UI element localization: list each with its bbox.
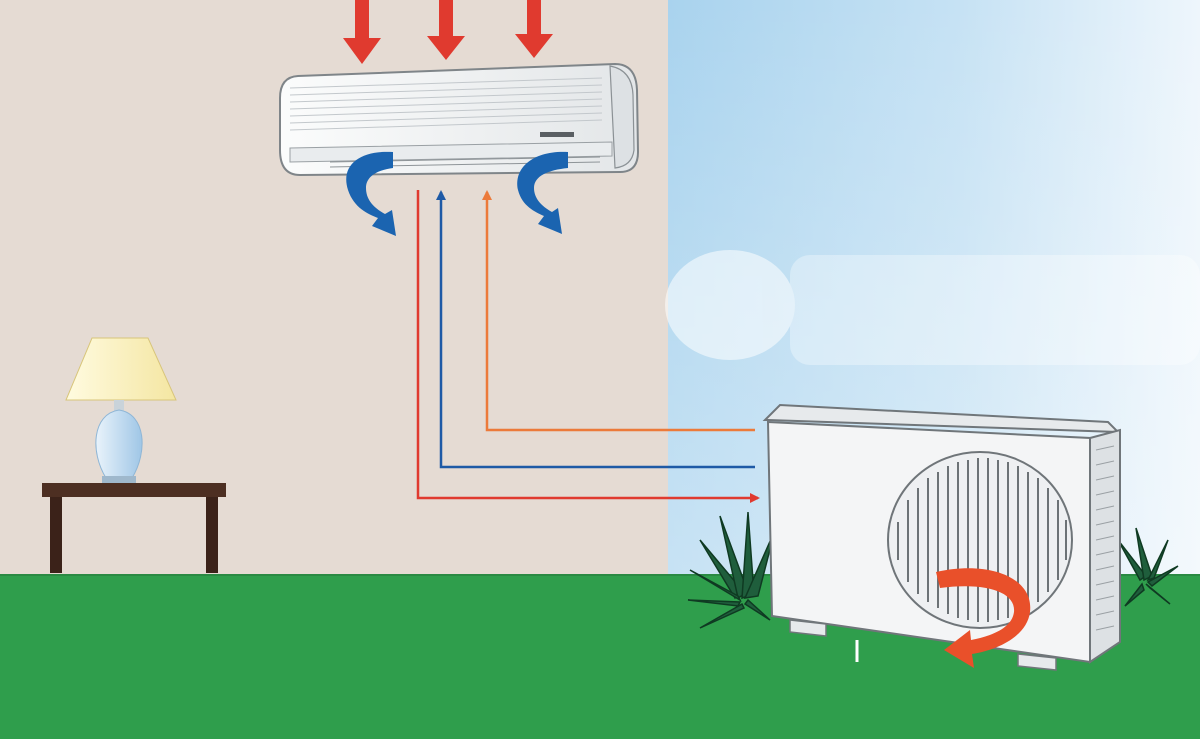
down-arrow-icon	[343, 0, 381, 64]
lamp-icon	[65, 337, 177, 483]
cold-line	[436, 190, 755, 469]
refrigerant-lines	[416, 190, 760, 503]
indoor-unit	[279, 62, 640, 177]
outdoor-airflow	[936, 568, 1031, 668]
front-panel-grille	[289, 77, 603, 131]
down-arrow-icon	[427, 0, 465, 60]
side-table	[42, 483, 226, 573]
side-vents	[1095, 445, 1115, 631]
warm-line	[482, 190, 755, 432]
curved-arrow-icon	[346, 151, 396, 236]
fan-opening	[887, 451, 1073, 629]
outdoor-unit	[762, 403, 1121, 671]
curved-arrow-icon	[517, 151, 568, 234]
plant-icon	[687, 511, 776, 629]
plant-icon	[1117, 527, 1179, 607]
sky-clouds	[665, 250, 1200, 365]
unit-feet	[789, 619, 1057, 671]
indoor-airflow	[346, 151, 568, 236]
curved-arrow-icon	[936, 568, 1031, 668]
brand-badge	[540, 132, 574, 137]
air-intake-arrows	[343, 0, 553, 64]
down-arrow-icon	[515, 0, 553, 58]
hot-line	[416, 190, 760, 503]
